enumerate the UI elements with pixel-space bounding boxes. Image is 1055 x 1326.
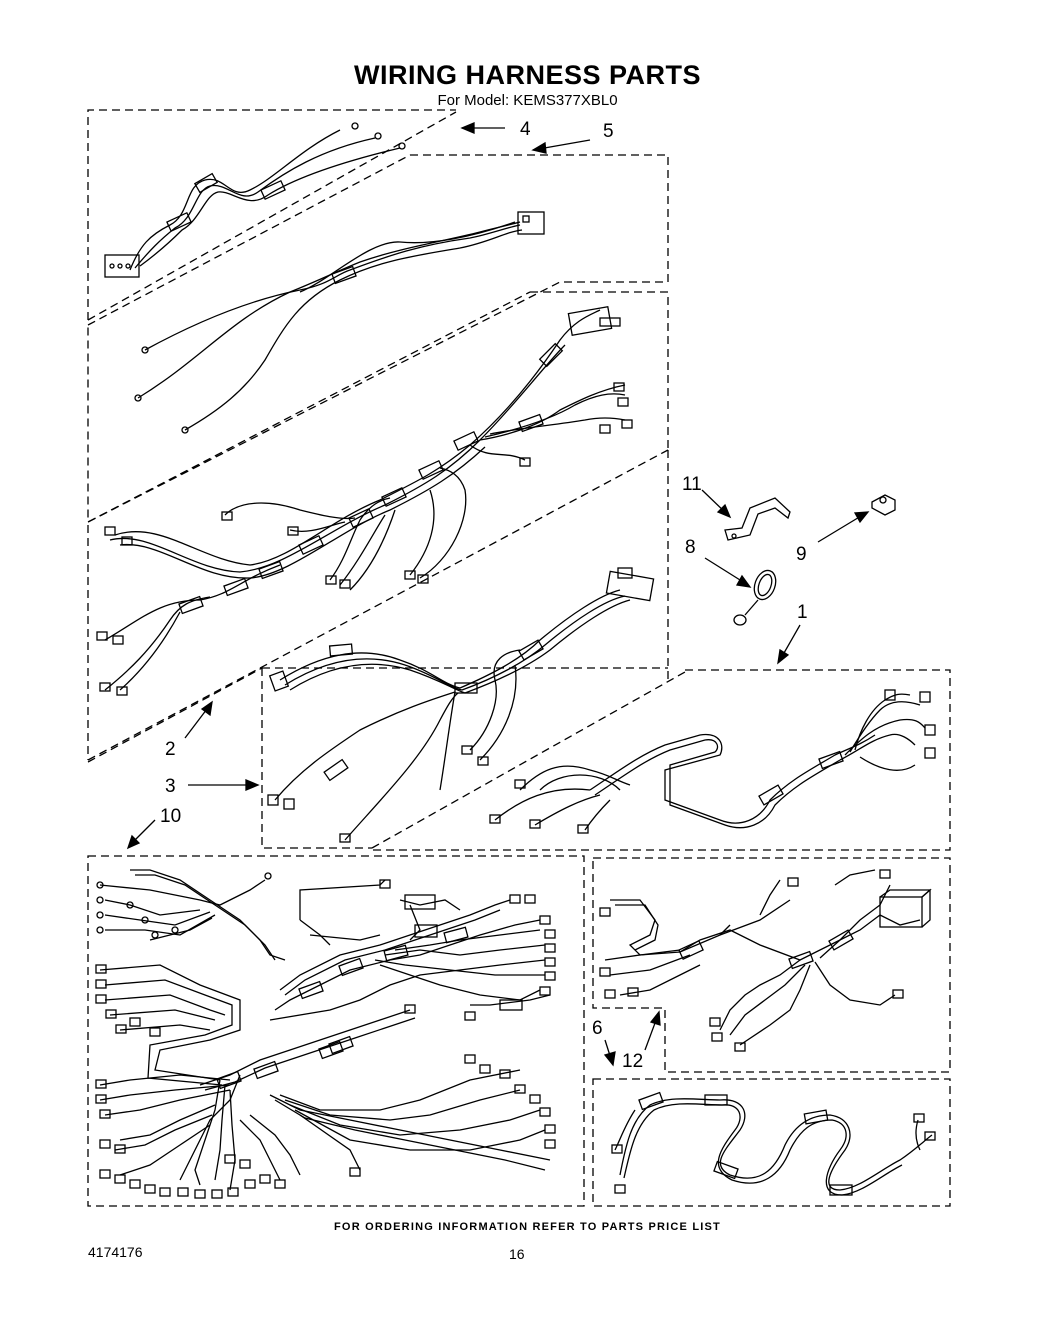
harness-6-wires — [611, 1091, 936, 1196]
callout-4: 4 — [520, 119, 531, 140]
panel-harness-12 — [592, 857, 951, 1073]
panel-harness-3 — [261, 667, 686, 849]
ordering-note: FOR ORDERING INFORMATION REFER TO PARTS … — [334, 1221, 721, 1233]
page-title: WIRING HARNESS PARTS — [353, 60, 701, 90]
callout-11: 11 — [682, 474, 702, 495]
harness-12-wires — [599, 869, 932, 1052]
callout-3: 3 — [165, 776, 176, 797]
callout-9: 9 — [796, 544, 807, 565]
harness-3-wires — [267, 567, 655, 843]
panel-harness-1 — [372, 669, 951, 851]
document-number: 4174176 — [88, 1244, 143, 1260]
panel-harness-10 — [87, 855, 585, 1207]
panel-harness-4 — [87, 109, 457, 321]
harness-2-wires — [96, 305, 633, 696]
harness-4-wires — [104, 122, 406, 278]
callout-12: 12 — [622, 1051, 643, 1072]
panel-harness-2 — [87, 291, 669, 763]
model-subtitle: For Model: KEMS377XBL0 — [437, 92, 618, 109]
harness-5-wires — [134, 211, 545, 434]
bracket-part-11 — [724, 497, 791, 541]
callout-2: 2 — [165, 739, 176, 760]
callout-5: 5 — [603, 121, 614, 142]
callout-1: 1 — [797, 602, 808, 623]
page-number: 16 — [509, 1246, 525, 1262]
callout-10: 10 — [160, 806, 181, 827]
panel-harness-6 — [592, 1078, 951, 1207]
panel-harness-5 — [87, 154, 669, 524]
harness-1-wires — [489, 689, 936, 834]
callout-6: 6 — [592, 1018, 603, 1039]
callout-8: 8 — [685, 537, 696, 558]
ring-terminal-part-8 — [733, 569, 777, 626]
leader-arrows — [126, 122, 870, 1067]
harness-10-wires — [95, 869, 556, 1199]
clip-part-9 — [871, 494, 896, 516]
